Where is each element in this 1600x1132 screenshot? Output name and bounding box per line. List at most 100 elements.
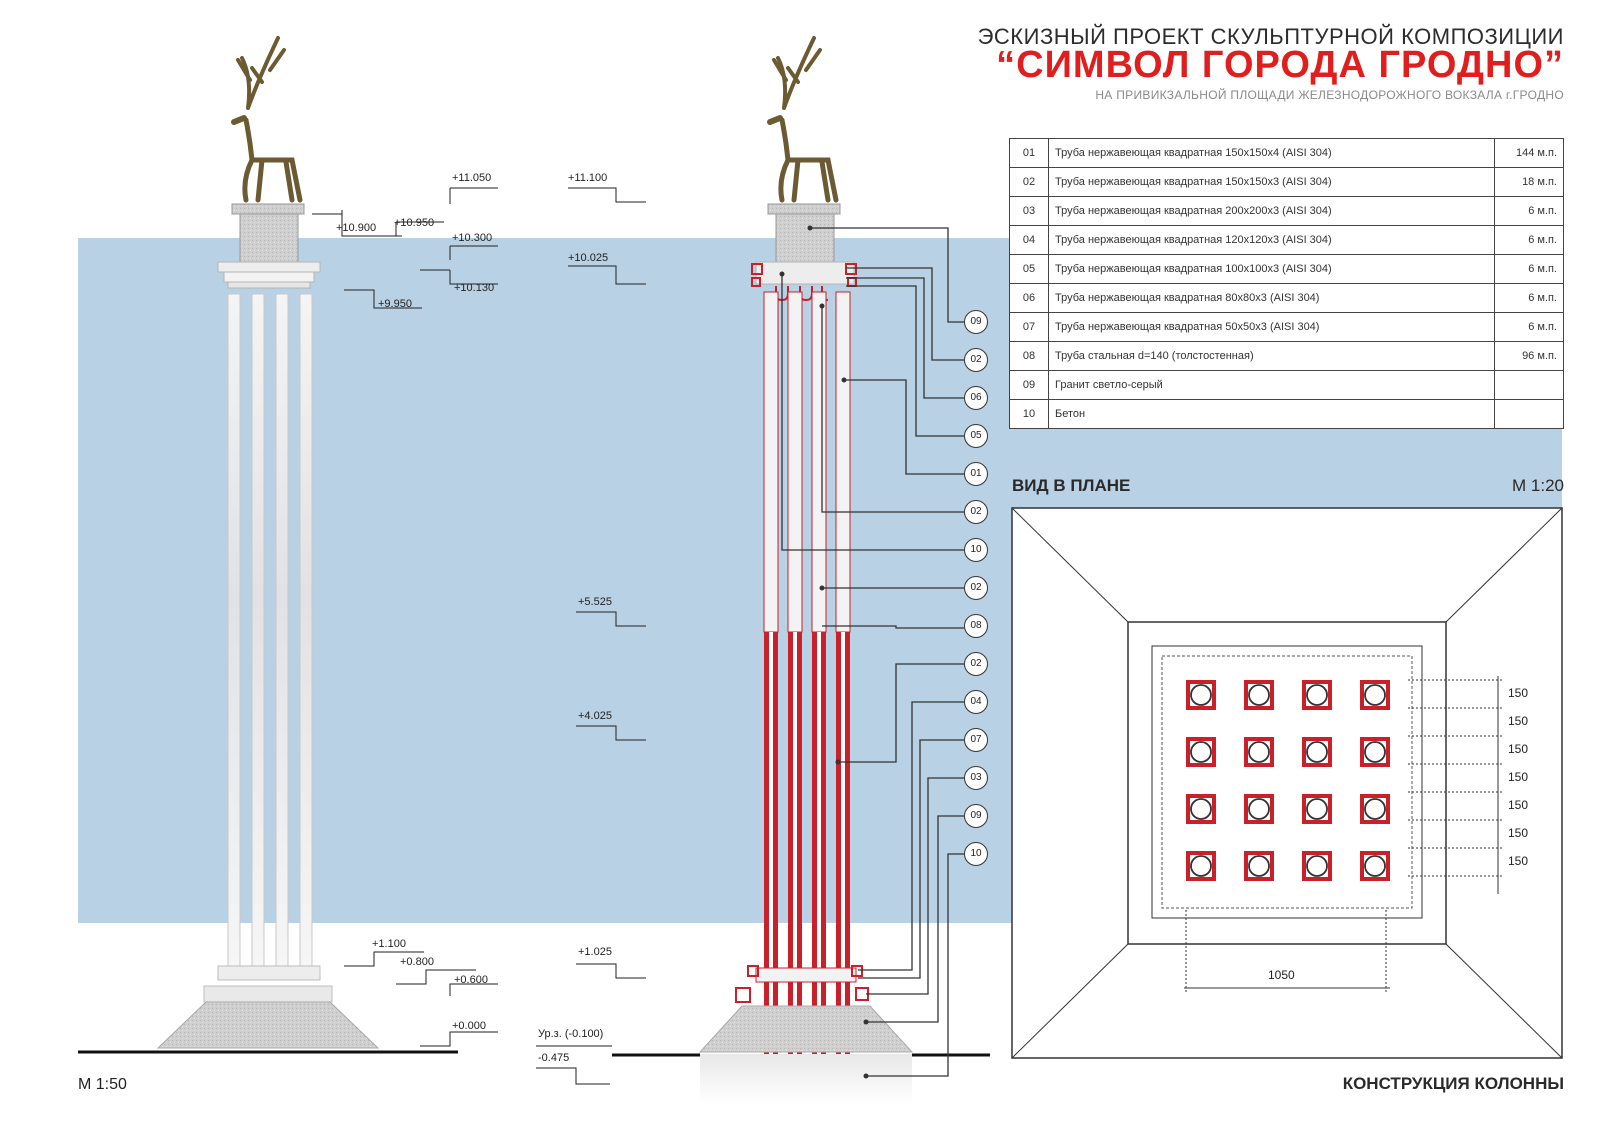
deer-sculpture-left — [231, 36, 303, 203]
callout-marker: 05 — [964, 424, 988, 448]
spec-qty: 6 м.п. — [1494, 225, 1564, 255]
callout-marker: 04 — [964, 690, 988, 714]
level-mark-left: +10.130 — [454, 282, 495, 294]
level-mark-left: +10.950 — [394, 217, 435, 229]
deer-sculpture-right — [767, 36, 839, 203]
spec-no: 05 — [1009, 254, 1049, 284]
plan-pipe-core — [1306, 684, 1328, 706]
spec-no: 10 — [1009, 399, 1049, 429]
level-mark-mid: +10.025 — [568, 252, 609, 264]
spec-qty: 6 м.п. — [1494, 254, 1564, 284]
plan-dimension: 150 — [1508, 714, 1529, 728]
plan-pipe-core — [1248, 798, 1270, 820]
spec-no: 03 — [1009, 196, 1049, 226]
spec-no: 08 — [1009, 341, 1049, 371]
callout-marker: 02 — [964, 500, 988, 524]
plan-dimension: 150 — [1508, 742, 1529, 756]
callout-marker: 08 — [964, 614, 988, 638]
spec-name: Труба нержавеющая квадратная 200х200х3 (… — [1048, 196, 1495, 226]
callout-marker: 09 — [964, 804, 988, 828]
spec-name: Труба нержавеющая квадратная 150х150х3 (… — [1048, 167, 1495, 197]
plan-pipe-core — [1248, 741, 1270, 763]
spec-no: 01 — [1009, 138, 1049, 168]
spec-no: 06 — [1009, 283, 1049, 313]
spec-qty: 6 м.п. — [1494, 283, 1564, 313]
level-mark-left: +1.100 — [372, 938, 406, 950]
plan-pipe-core — [1364, 855, 1386, 877]
leader-lines — [781, 227, 964, 1077]
plan-pipe-core — [1248, 855, 1270, 877]
plan-pipe-grid — [1186, 680, 1390, 881]
level-mark-mid: Ур.з. (-0.100) — [538, 1028, 604, 1040]
spec-no: 09 — [1009, 370, 1049, 400]
level-mark-left: +0.600 — [454, 974, 488, 986]
callout-marker: 02 — [964, 576, 988, 600]
spec-name: Труба нержавеющая квадратная 80х80х3 (AI… — [1048, 283, 1495, 313]
elevation-scale: М 1:50 — [78, 1076, 127, 1093]
callout-marker: 07 — [964, 728, 988, 752]
header-subtitle: ЭСКИЗНЫЙ ПРОЕКТ СКУЛЬПТУРНОЙ КОМПОЗИЦИИ — [977, 24, 1564, 49]
callout-marker: 01 — [964, 462, 988, 486]
header-title: “СИМВОЛ ГОРОДА ГРОДНО” — [996, 44, 1564, 86]
spec-no: 07 — [1009, 312, 1049, 342]
spec-name: Труба стальная d=140 (толстостенная) — [1048, 341, 1495, 371]
level-ticks-left — [312, 187, 498, 1047]
level-mark-mid: +11.100 — [568, 172, 608, 184]
plan-pipe-core — [1364, 741, 1386, 763]
level-mark-mid: +4.025 — [578, 710, 612, 722]
left-elevation — [156, 36, 380, 1049]
callout-marker: 10 — [964, 538, 988, 562]
spec-no: 02 — [1009, 167, 1049, 197]
callout-marker: 10 — [964, 842, 988, 866]
plan-pipe-core — [1190, 798, 1212, 820]
callout-marker: 03 — [964, 766, 988, 790]
plan-pipe-core — [1364, 798, 1386, 820]
level-mark-left: +0.800 — [400, 956, 434, 968]
plan-dimension: 150 — [1508, 854, 1529, 868]
plan-pipe-core — [1190, 684, 1212, 706]
plan-pipe-core — [1306, 741, 1328, 763]
plan-view-title: ВИД В ПЛАНЕ — [1012, 476, 1131, 495]
plan-pipe-core — [1306, 855, 1328, 877]
spec-qty: 144 м.п. — [1494, 138, 1564, 168]
plan-pipe-core — [1364, 684, 1386, 706]
right-section — [698, 36, 914, 1104]
spec-qty: 6 м.п. — [1494, 312, 1564, 342]
plan-pipe-core — [1190, 855, 1212, 877]
plan-width-dimension: 1050 — [1268, 968, 1295, 982]
level-mark-left: +11.050 — [452, 172, 492, 184]
plan-scale: М 1:20 — [1512, 476, 1564, 495]
plan-dimension: 150 — [1508, 770, 1529, 784]
callout-marker: 06 — [964, 386, 988, 410]
spec-name: Труба нержавеющая квадратная 100х100х3 (… — [1048, 254, 1495, 284]
spec-name: Труба нержавеющая квадратная 150х150х4 (… — [1048, 138, 1495, 168]
level-mark-mid: -0.475 — [538, 1052, 570, 1064]
spec-qty: 96 м.п. — [1494, 341, 1564, 371]
spec-qty: 18 м.п. — [1494, 167, 1564, 197]
spec-qty: 6 м.п. — [1494, 196, 1564, 226]
construction-label: КОНСТРУКЦИЯ КОЛОННЫ — [1342, 1074, 1564, 1093]
plan-pipe-core — [1190, 741, 1212, 763]
spec-name: Труба нержавеющая квадратная 120х120х3 (… — [1048, 225, 1495, 255]
level-mark-mid: +5.525 — [578, 596, 612, 608]
plan-pipe-core — [1248, 684, 1270, 706]
spec-qty — [1494, 399, 1564, 429]
callout-marker: 02 — [964, 652, 988, 676]
spec-no: 04 — [1009, 225, 1049, 255]
spec-name: Труба нержавеющая квадратная 50х50х3 (AI… — [1048, 312, 1495, 342]
level-mark-left: +0.000 — [452, 1020, 486, 1032]
level-ticks-mid — [536, 187, 646, 1085]
plan-view — [1011, 507, 1563, 1059]
spec-name: Гранит светло-серый — [1048, 370, 1495, 400]
level-mark-left: +9.950 — [378, 298, 412, 310]
